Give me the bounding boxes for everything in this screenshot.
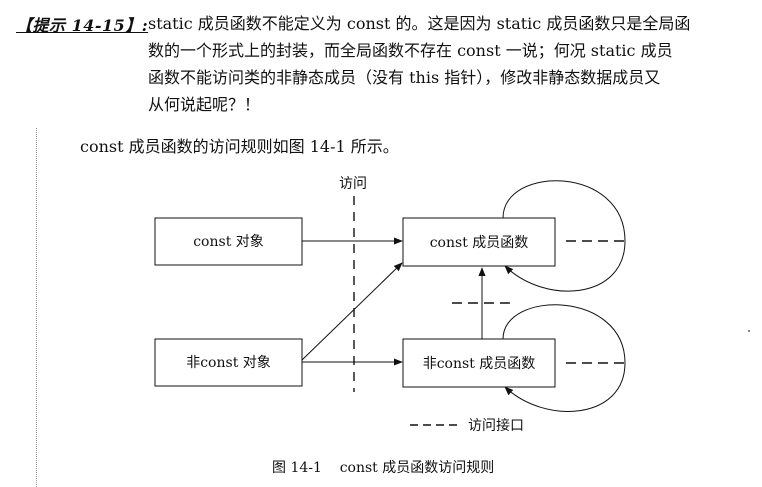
const-member-fn-box: [402, 217, 556, 267]
const-member-fn-label: const 成员函数: [430, 235, 529, 251]
const-object-label: const 对象: [193, 234, 264, 250]
nonconst-member-fn-label: 非const 成员函数: [423, 356, 536, 372]
tip-line-1: static 成员函数不能定义为 const 的。这是因为 static 成员函…: [148, 14, 691, 33]
nonconst-object-box: [154, 338, 303, 387]
const-object-box: [154, 217, 303, 266]
tip-line-2: 数的一个形式上的封装，而全局函数不存在 const 一说；何况 static 成…: [148, 41, 673, 60]
access-label: 访问: [339, 176, 367, 192]
nonconst-member-fn-box: [402, 338, 556, 388]
const-fn-self-loop: [502, 180, 626, 292]
intro-sentence: const 成员函数的访问规则如图 14-1 所示。: [80, 137, 399, 156]
nonconst-fn-self-loop: [502, 304, 626, 412]
nonconst-object-to-const-fn-arrow: [301, 262, 403, 361]
nonconst-object-label: 非const 对象: [186, 355, 271, 371]
legend-label: 访问接口: [468, 417, 524, 434]
figure-caption: 图 14-1 const 成员函数访问规则: [272, 460, 495, 476]
tip-paragraph: static 成员函数不能定义为 const 的。这是因为 static 成员函…: [148, 10, 748, 118]
tip-label: 【提示 14-15】:: [16, 16, 149, 35]
margin-rule: [36, 128, 37, 487]
tip-line-4: 从何说起呢？！: [148, 95, 261, 114]
tip-line-3: 函数不能访问类的非静态成员（没有 this 指针），修改非静态数据成员又: [148, 68, 661, 87]
edge-mark: [748, 330, 750, 332]
